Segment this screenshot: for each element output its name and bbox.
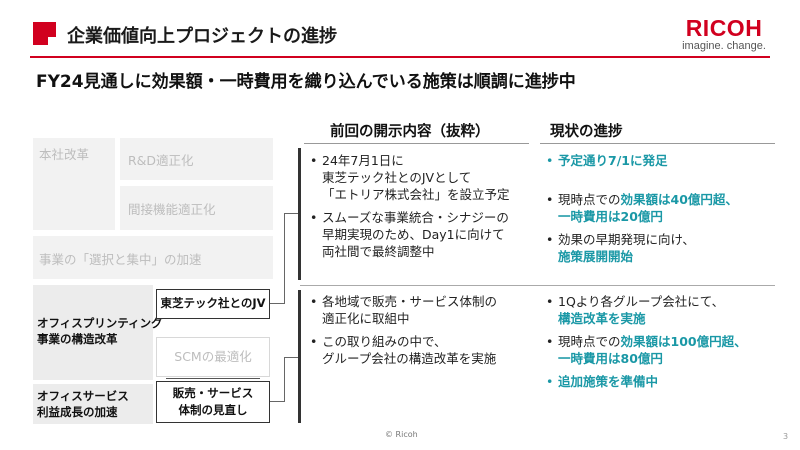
page-title: 企業価値向上プロジェクトの進捗 [67,26,337,47]
header-previous-disclosure: 前回の開示内容（抜粋） [330,124,490,140]
bracket-group1 [298,148,301,280]
connector-hanbai-top [284,357,298,358]
hanbai-line1: 販売・サービス [172,386,254,400]
ricoh-logo: RICOH imagine. change. [668,16,780,53]
title-marker-icon [33,22,56,45]
header-rule [30,56,770,58]
box-kansetsu-kinou: 間接機能適正化 [120,186,273,230]
box-sentaku-shuchu: 事業の「選択と集中」の加速 [33,236,273,279]
connector-hanbai-v [284,357,285,402]
footer-copyright: © Ricoh [385,430,418,439]
current-group1-list: 予定通り7/1に発足 現時点での効果額は40億円超、 一時費用は20億円 効果の… [546,152,738,271]
box-hanbai-service: 販売・サービス 体制の見直し [156,381,270,423]
header-current-underline [540,143,775,144]
group-separator [300,285,775,286]
office-printing-line1: オフィスプリンティング [37,316,163,330]
office-service-line1: オフィスサービス [37,389,129,403]
list-item: 追加施策を準備中 [546,373,747,390]
connector-toshiba-top [284,213,298,214]
box-toshiba-jv: 東芝テック社とのJV [156,289,270,319]
header-current-progress: 現状の進捗 [550,124,623,140]
box-honsha-kaikaku: 本社改革 [33,138,115,230]
box-scm-saitekika: SCMの最適化 [156,337,270,377]
page-number: 3 [783,432,789,441]
header-previous-underline [304,143,529,144]
connector-toshiba-v [284,213,285,304]
slide-subtitle: FY24見通しに効果額・一時費用を織り込んでいる施策は順調に進捗中 [36,72,576,92]
list-item: 各地域で販売・サービス体制の 適正化に取組中 [310,293,497,327]
logo-tagline: imagine. change. [682,40,766,52]
list-item: この取り組みの中で、 グループ会社の構造改革を実施 [310,333,497,367]
office-printing-line2: 事業の構造改革 [37,332,118,346]
bracket-group2 [298,290,301,423]
current-group2-list: 1Qより各グループ会社にて、 構造改革を実施 現時点での効果額は100億円超、 … [546,293,747,396]
list-item: 24年7月1日に 東芝テック社とのJVとして 「エトリア株式会社」を設立予定 [310,152,510,203]
box-rd-tekiseika: R&D適正化 [120,138,273,180]
box-office-printing: オフィスプリンティング 事業の構造改革 [33,285,163,380]
connector-hanbai-h [270,401,284,402]
list-item: 効果の早期発現に向け、 施策展開開始 [546,231,738,265]
scm-divider [166,378,260,379]
previous-group1-list: 24年7月1日に 東芝テック社とのJVとして 「エトリア株式会社」を設立予定 ス… [310,152,510,266]
list-item: 1Qより各グループ会社にて、 構造改革を実施 [546,293,747,327]
office-service-line2: 利益成長の加速 [37,405,118,419]
list-item: 現時点での効果額は100億円超、 一時費用は80億円 [546,333,747,367]
connector-toshiba-h [270,303,284,304]
list-item: スムーズな事業統合・シナジーの 早期実現のため、Day1に向けて 両社間で最終調… [310,209,510,260]
hanbai-line2: 体制の見直し [178,403,248,417]
list-item: 予定通り7/1に発足 [546,152,738,169]
logo-wordmark: RICOH [685,15,763,41]
previous-group2-list: 各地域で販売・サービス体制の 適正化に取組中 この取り組みの中で、 グループ会社… [310,293,497,373]
list-item: 現時点での効果額は40億円超、 一時費用は20億円 [546,191,738,225]
box-office-service: オフィスサービス 利益成長の加速 [33,384,153,424]
